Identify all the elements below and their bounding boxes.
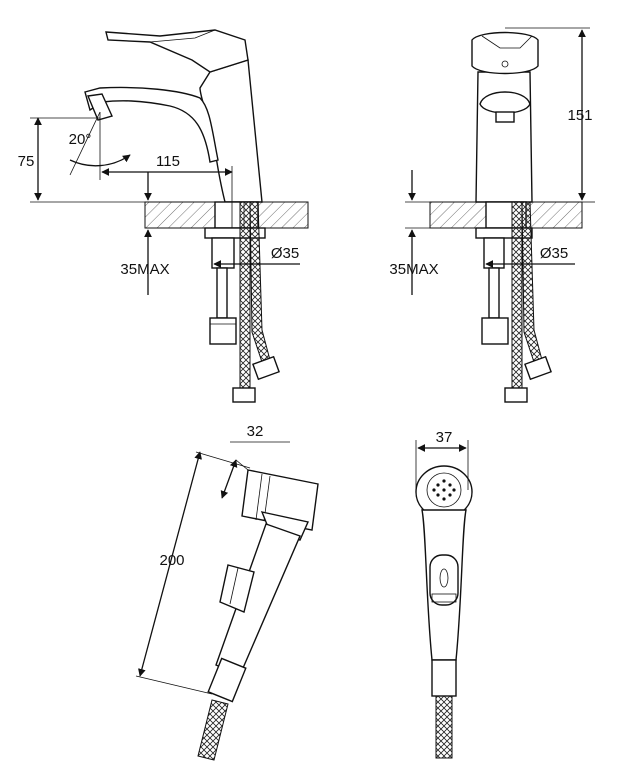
sprayer-front-trigger (429, 554, 459, 606)
sprayer-head (241, 469, 319, 531)
front-view: 151 35MAX Ø35 (389, 27, 595, 403)
dim-front-height: 151 (567, 107, 592, 124)
sprayer-trigger (219, 564, 255, 613)
side-braided-hose-1 (239, 201, 251, 393)
side-mounting-nut (204, 227, 266, 239)
dim-side-hole-diameter: Ø35 (271, 245, 299, 262)
dim-spout-angle: 20° (69, 131, 92, 148)
dim-spout-reach: 115 (156, 153, 180, 170)
dim-side-height: 75 (18, 153, 35, 170)
dim-front-hole-diameter: Ø35 (540, 245, 568, 262)
dim-front-max-thickness: 35MAX (389, 261, 438, 278)
side-countertop-right (257, 201, 309, 229)
sprayer-hose (197, 699, 229, 761)
dim-sprayer-thickness: 32 (247, 423, 264, 440)
side-handle-lever (105, 29, 249, 73)
front-braided-hose-1 (511, 201, 523, 393)
sprayer-front-view: 37 (415, 429, 473, 759)
front-handle (471, 31, 539, 75)
dim-sprayer-length: 200 (159, 552, 184, 569)
sprayer-nozzle-holes (432, 479, 456, 501)
side-threaded-rod (216, 267, 228, 319)
front-spout (479, 91, 531, 114)
front-countertop-left (429, 201, 487, 229)
sprayer-front-hose (435, 695, 453, 759)
side-spout (84, 86, 219, 163)
side-view: 75 20° 115 35MAX Ø35 (18, 29, 309, 403)
dim-sprayer-width: 37 (436, 429, 453, 446)
front-countertop-right (525, 201, 583, 229)
side-countertop-left (144, 201, 216, 229)
side-aerator (87, 93, 113, 121)
sprayer-side-view: 32 200 (135, 423, 319, 761)
dim-side-max-thickness: 35MAX (120, 261, 169, 278)
front-hose-connector (481, 317, 509, 345)
side-hose-connector (209, 317, 237, 345)
sprayer-hose-ferrule (207, 657, 247, 703)
